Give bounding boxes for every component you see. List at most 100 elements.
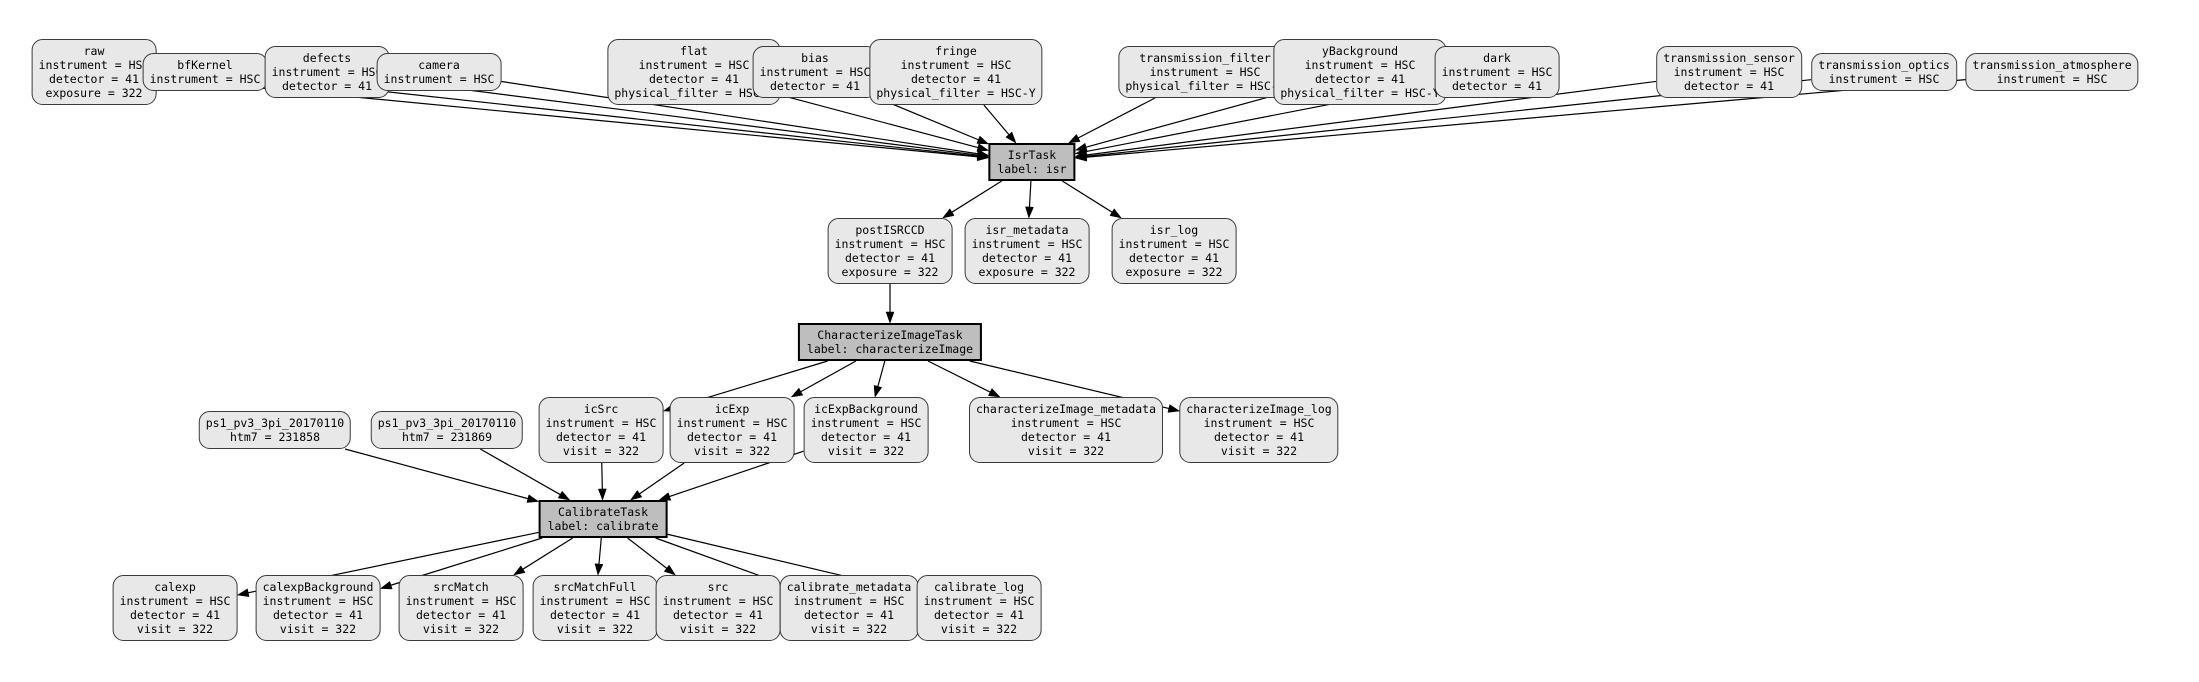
node-dimension: instrument = HSC: [1010, 416, 1122, 430]
node-title: ps1_pv3_3pi_20170110: [205, 416, 345, 430]
node-dimension: detector = 41: [549, 608, 640, 622]
node-dimension: physical_filter = HSC-Y: [876, 86, 1036, 100]
node-title: fringe: [935, 44, 977, 58]
node-title: isr_log: [1149, 223, 1199, 237]
node-dimension: instrument = HSC: [405, 594, 517, 608]
node-dimension: instrument = HSC: [638, 58, 750, 72]
node-title: transmission_filter: [1139, 51, 1271, 65]
node-dimension: visit = 322: [827, 444, 905, 458]
node-title: calibrate_metadata: [786, 580, 912, 594]
node-dimension: instrument = HSC: [810, 416, 922, 430]
node-dimension: instrument = HSC: [149, 72, 261, 86]
node-dimension: instrument = HSC: [545, 416, 657, 430]
node-dimension: detector = 41: [1683, 79, 1774, 93]
node-dimension: detector = 41: [555, 430, 646, 444]
node-dimension: detector = 41: [272, 608, 363, 622]
node-dimension: instrument = HSC: [923, 594, 1035, 608]
node-dimension: instrument = HSC: [38, 58, 150, 72]
node-dimension: visit = 322: [679, 622, 757, 636]
node-dimension: detector = 41: [844, 251, 935, 265]
node-dimension: label: isr: [997, 162, 1067, 176]
node-dimension: htm7 = 231858: [229, 430, 321, 444]
node-dimension: instrument = HSC: [1118, 237, 1230, 251]
node-dimension: detector = 41: [1020, 430, 1112, 444]
node-title: transmission_sensor: [1663, 51, 1795, 65]
edge-camera-isr: [501, 80, 990, 159]
node-dimension: detector = 41: [910, 72, 1001, 86]
node-dimension: instrument = HSC: [1203, 416, 1315, 430]
node-dimension: visit = 322: [562, 444, 640, 458]
node-title: calexp: [154, 580, 196, 594]
node-title: characterizeImage_metadata: [975, 402, 1157, 416]
edge-postISRCCD-characterizeImage: [885, 284, 895, 324]
node-dimension: exposure = 322: [45, 86, 143, 100]
node-dimension: detector = 41: [129, 608, 220, 622]
node-title: calibrate_log: [933, 580, 1024, 594]
node-dimension: instrument = HSC: [759, 65, 871, 79]
node-dimension: detector = 41: [981, 251, 1072, 265]
node-dimension: detector = 41: [281, 79, 372, 93]
node-title: icExpBackground: [814, 402, 918, 416]
node-dimension: instrument = HSC: [1149, 65, 1261, 79]
node-title: isr_metadata: [985, 223, 1069, 237]
node-dimension: detector = 41: [1314, 72, 1405, 86]
edge-ps1_pv3_3pi_20170110_231869-calibrate: [480, 448, 571, 501]
edge-fringe-isr: [983, 104, 1017, 144]
node-title: srcMatchFull: [553, 580, 637, 594]
edge-transmission_filter-isr: [1067, 97, 1156, 144]
node-title: flat: [680, 44, 708, 58]
node-dimension: detector = 41: [769, 79, 860, 93]
node-title: camera: [418, 58, 460, 72]
node-dimension: instrument = HSC: [271, 65, 383, 79]
node-dimension: visit = 322: [279, 622, 357, 636]
node-title: icSrc: [583, 402, 619, 416]
edge-flat-isr: [780, 94, 990, 152]
node-dimension: htm7 = 231869: [401, 430, 493, 444]
node-dimension: detector = 41: [820, 430, 911, 444]
node-title: raw: [83, 44, 105, 58]
node-dimension: instrument = HSC: [1304, 58, 1416, 72]
node-dimension: instrument = HSC: [793, 594, 905, 608]
node-title: bfKernel: [177, 58, 233, 72]
node-dimension: instrument = HSC: [383, 72, 495, 86]
node-title: characterizeImage_log: [1186, 402, 1332, 416]
node-title: defects: [302, 51, 352, 65]
node-dimension: visit = 322: [422, 622, 500, 636]
node-dimension: exposure = 322: [978, 265, 1076, 279]
edge-calibrate-srcMatch: [513, 537, 574, 576]
node-title: bias: [801, 51, 829, 65]
node-title: src: [707, 580, 729, 594]
node-title: transmission_optics: [1818, 58, 1950, 72]
edge-calibrate-src: [627, 537, 676, 576]
edge-calibrate-srcMatchFull: [594, 537, 604, 576]
node-title: IsrTask: [1007, 148, 1057, 162]
node-dimension: visit = 322: [136, 622, 214, 636]
edge-ps1_pv3_3pi_20170110_231858-calibrate: [344, 448, 540, 503]
node-dimension: detector = 41: [933, 608, 1024, 622]
node-dimension: instrument = HSC: [676, 416, 788, 430]
node-dimension: exposure = 322: [1125, 265, 1223, 279]
node-dimension: physical_filter = HSC-Y: [614, 86, 774, 100]
node-dimension: detector = 41: [1451, 79, 1542, 93]
node-dimension: detector = 41: [803, 608, 894, 622]
node-title: dark: [1483, 51, 1511, 65]
node-dimension: detector = 41: [1213, 430, 1304, 444]
